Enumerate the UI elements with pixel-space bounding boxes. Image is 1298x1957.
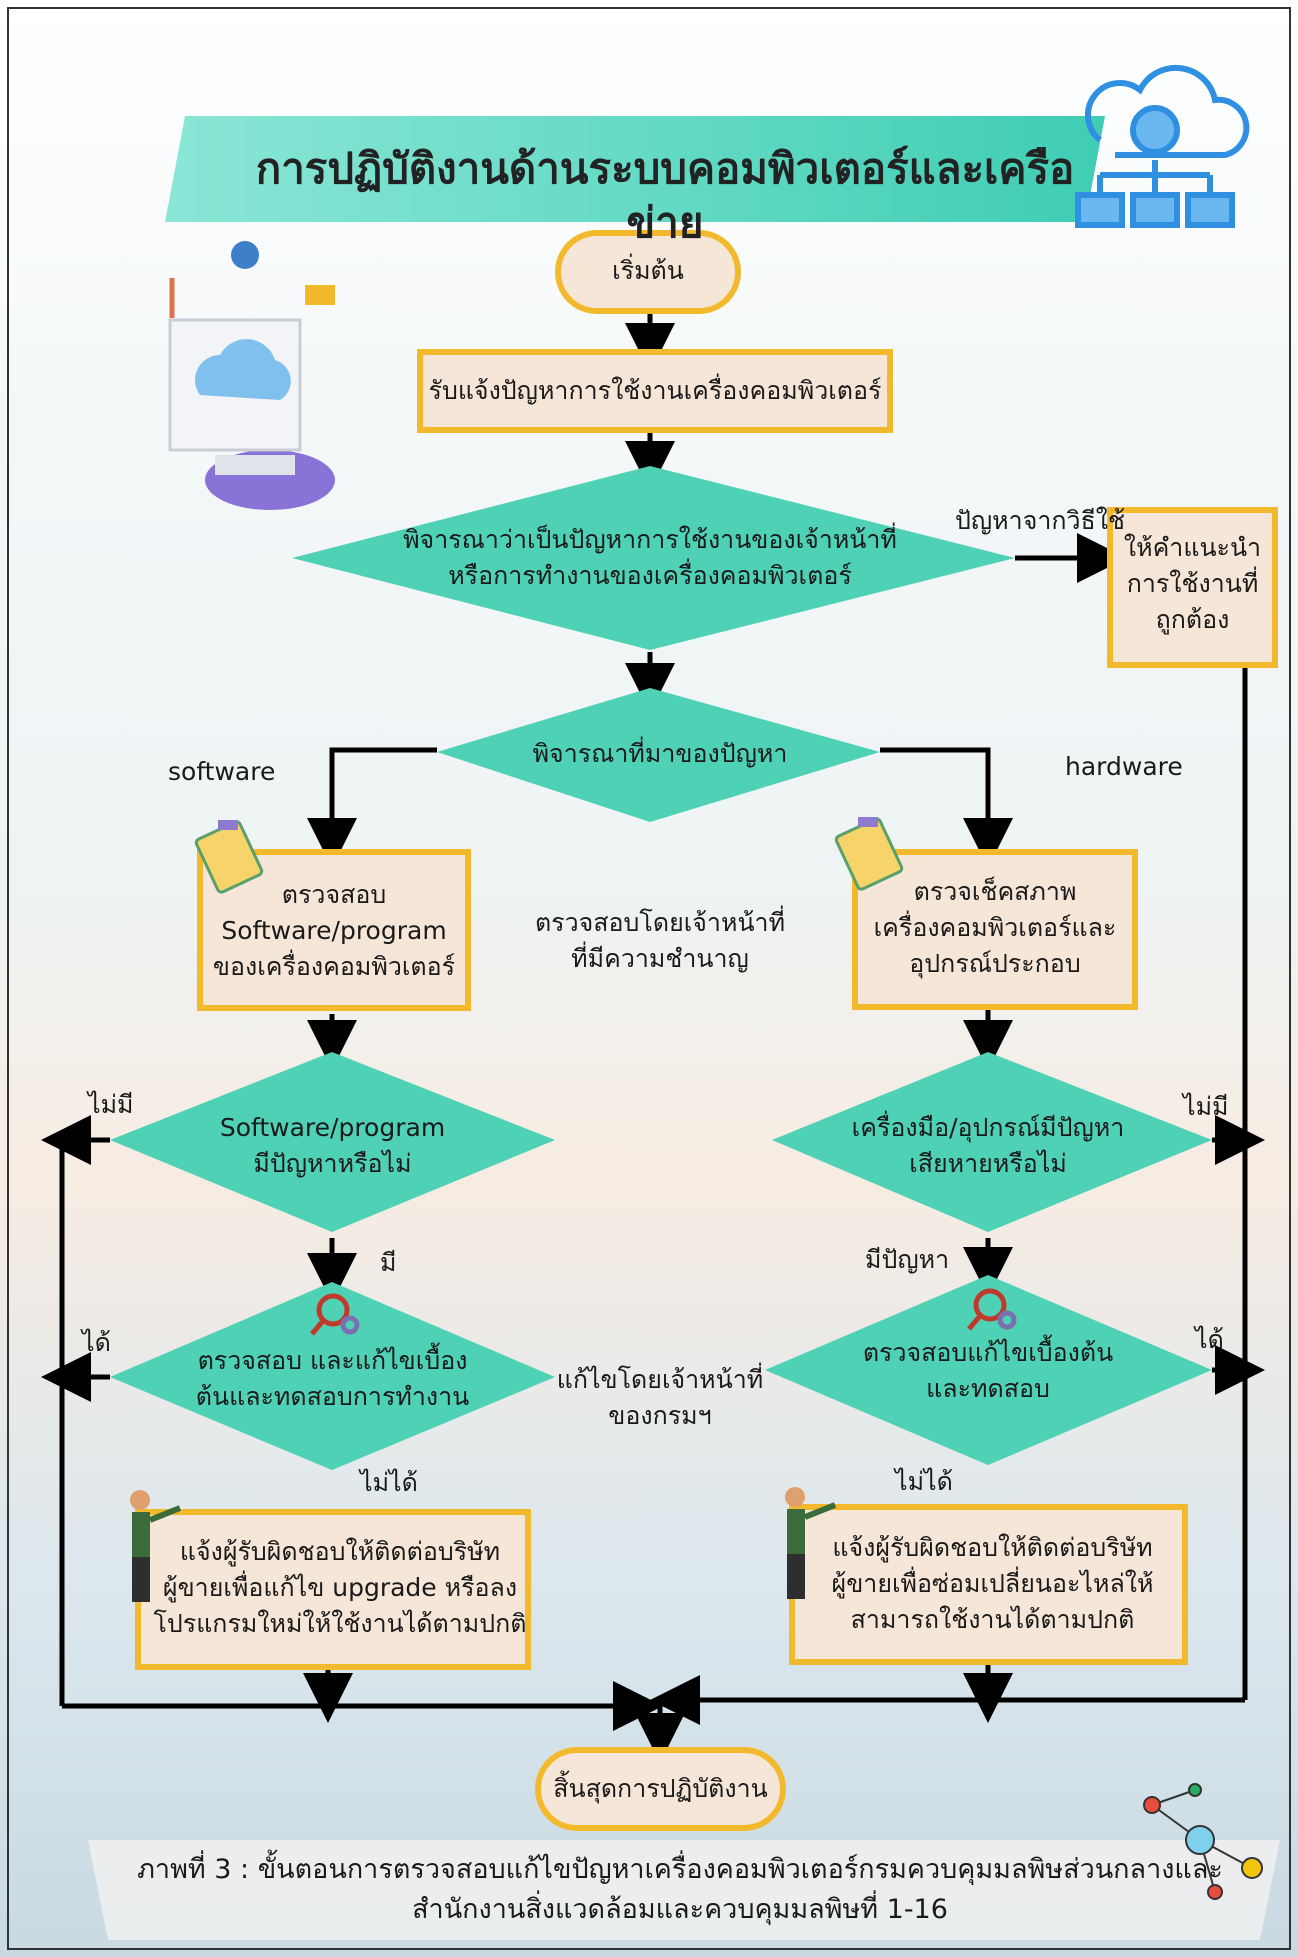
hardware-branch-label: hardware <box>1065 752 1183 781</box>
fix-hardware-label: ตรวจสอบแก้ไขเบื้องต้น และทดสอบ <box>862 1338 1114 1403</box>
presenter-icon <box>130 1490 182 1602</box>
end-terminal <box>535 1747 786 1831</box>
yes-software-label: มี <box>380 1248 397 1277</box>
page-frame <box>7 7 1291 1950</box>
molecule-icon <box>1143 1783 1263 1900</box>
from-usage-label: ปัญหาจากวิธีใช้ <box>955 506 1125 535</box>
notify-software-label: แจ้งผู้รับผิดชอบให้ติดต่อบริษัท ผู้ขายเพ… <box>153 1537 527 1638</box>
start-terminal <box>555 230 741 314</box>
title-banner <box>165 116 1105 222</box>
no-left-label: ไม่มี <box>88 1090 134 1119</box>
magnifier-gear-icon <box>310 1293 360 1336</box>
software-problem-diamond <box>110 1052 555 1232</box>
fix-software-diamond <box>110 1282 555 1470</box>
no-right-label: ไม่มี <box>1183 1092 1229 1121</box>
software-problem-label: Software/program มีปัญหาหรือไม่ <box>219 1113 446 1178</box>
hardware-problem-diamond <box>772 1052 1212 1232</box>
check-hardware-box <box>852 849 1138 1010</box>
fail-right-label: ไม่ได้ <box>895 1467 953 1496</box>
presenter-icon <box>785 1487 837 1599</box>
has-problem-label: มีปัญหา <box>865 1245 950 1274</box>
start-label: เริ่มต้น <box>612 256 684 285</box>
receive-box <box>417 349 893 433</box>
check-hardware-label: ตรวจเช็คสภาพ เครื่องคอมพิวเตอร์และ อุปกร… <box>873 877 1117 978</box>
clipboard-icon <box>194 820 264 894</box>
ok-left-label: ได้ <box>82 1328 111 1357</box>
connector-lines <box>41 305 1265 1763</box>
notify-hardware-label: แจ้งผู้รับผิดชอบให้ติดต่อบริษัท ผู้ขายเพ… <box>831 1533 1154 1634</box>
figure-caption: ภาพที่ 3 : ขั้นตอนการตรวจสอบแก้ไขปัญหาเค… <box>137 1854 1223 1925</box>
dept-fix-label: แก้ไขโดยเจ้าหน้าที่ ของกรมฯ <box>556 1365 764 1430</box>
end-label: สิ้นสุดการปฏิบัติงาน <box>553 1774 768 1803</box>
notify-software-box <box>135 1509 531 1670</box>
fail-left-label: ไม่ได้ <box>360 1468 418 1497</box>
clipboard-icon <box>834 817 904 891</box>
cloud-network-icon <box>1075 64 1250 228</box>
receive-label: รับแจ้งปัญหาการใช้งานเครื่องคอมพิวเตอร์ <box>428 376 882 405</box>
ok-right-label: ได้ <box>1195 1325 1224 1354</box>
fix-software-label: ตรวจสอบ และแก้ไขเบื้อง ต้นและทดสอบการทำง… <box>195 1346 470 1411</box>
advise-box <box>1107 507 1278 668</box>
software-branch-label: software <box>168 757 276 786</box>
check-software-label: ตรวจสอบ Software/program ของเครื่องคอมพิ… <box>212 880 456 981</box>
hardware-problem-label: เครื่องมือ/อุปกรณ์มีปัญหา เสียหายหรือไม่ <box>851 1113 1125 1178</box>
magnifier-gear-icon <box>967 1288 1017 1331</box>
consider-user-label: พิจารณาว่าเป็นปัญหาการใช้งานของเจ้าหน้าท… <box>403 525 897 590</box>
consider-user-diamond <box>292 466 1015 650</box>
consider-source-diamond <box>437 688 880 822</box>
expert-check-label: ตรวจสอบโดยเจ้าหน้าที่ ที่มีความชำนาญ <box>534 908 786 973</box>
caption-banner <box>88 1840 1280 1940</box>
fix-hardware-diamond <box>765 1275 1212 1465</box>
cloud-computer-icon <box>168 241 335 510</box>
page-title: การปฏิบัติงานด้านระบบคอมพิวเตอร์และเครือ… <box>255 144 1075 247</box>
advise-label: ให้คำแนะนำ การใช้งานที่ ถูกต้อง <box>1123 533 1262 634</box>
notify-hardware-box <box>789 1504 1188 1665</box>
consider-source-label: พิจารณาที่มาของปัญหา <box>532 739 788 768</box>
